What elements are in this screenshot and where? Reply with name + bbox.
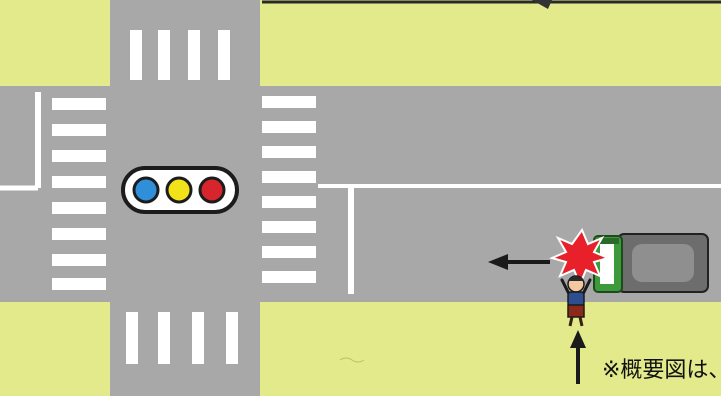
corner-arrowhead (532, 0, 552, 9)
crosswalk-right (262, 96, 316, 283)
signal-yellow-light (165, 176, 193, 204)
truck-icon (593, 233, 709, 293)
pedestrian-shirt (567, 291, 585, 307)
crosswalk-top (130, 30, 230, 80)
pedestrian-icon (560, 275, 592, 327)
pedestrian-pants (567, 304, 585, 318)
signal-blue-light (132, 176, 160, 204)
signal-red-light (198, 176, 226, 204)
traffic-signal-icon (121, 166, 239, 214)
crosswalk-bottom (126, 312, 238, 364)
collision-burst-icon (549, 227, 611, 287)
arrow-up-icon (570, 330, 586, 384)
arrow-left-icon (488, 254, 550, 270)
stray-mark (339, 357, 365, 363)
crosswalk-left (52, 98, 106, 290)
diagram-caption: ※概要図は、 (602, 358, 721, 383)
